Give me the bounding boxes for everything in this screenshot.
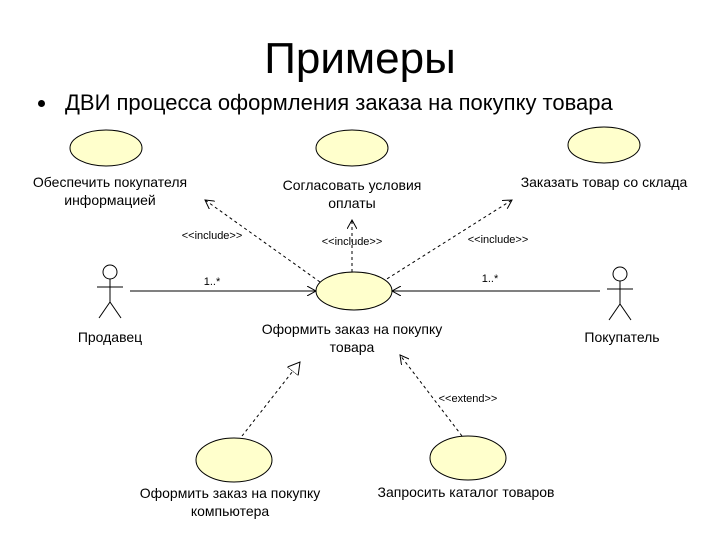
use-case-label-agree-payment-1: Согласовать условия [283, 177, 422, 193]
bullet-text: ДВИ процесса оформления заказа на покупк… [65, 90, 613, 115]
actor-label-seller: Продавец [78, 329, 142, 345]
stereotype-include-right: <<include>> [468, 234, 529, 246]
use-case-ellipse-agree-payment [315, 129, 389, 167]
bullet-item: ДВИ процесса оформления заказа на покупк… [38, 90, 613, 116]
actor-label-buyer: Покупатель [584, 329, 659, 345]
slide-title: Примеры [264, 34, 456, 83]
use-case-ellipse-order-computer [195, 437, 273, 483]
use-case-label-agree-payment-2: оплаты [328, 195, 376, 211]
use-case-ellipse-place-order [315, 271, 393, 311]
include-connector-order-warehouse [381, 200, 512, 283]
actor-buyer-figure [607, 266, 633, 321]
use-case-label-order-warehouse: Заказать товар со склада [521, 174, 688, 190]
use-case-ellipse-request-catalog [429, 435, 507, 481]
use-case-label-order-computer-2: компьютера [191, 503, 270, 519]
multiplicity-seller: 1..* [204, 276, 221, 288]
stereotype-include-left: <<include>> [182, 230, 243, 242]
use-case-label-provide-info-1: Обеспечить покупателя [33, 174, 187, 190]
generalization-connector [241, 362, 300, 437]
stereotype-extend: <<extend>> [439, 393, 498, 405]
extend-connector [400, 355, 463, 437]
multiplicity-buyer: 1..* [482, 273, 499, 285]
use-case-label-place-order-2: товара [330, 339, 375, 355]
use-case-ellipse-order-warehouse [567, 126, 641, 164]
actor-seller-figure [97, 264, 123, 319]
use-case-label-request-catalog: Запросить каталог товаров [378, 484, 555, 500]
bullet-dot-icon [38, 99, 45, 107]
stereotype-include-mid: <<include>> [322, 236, 383, 248]
use-case-ellipse-provide-info [69, 129, 143, 167]
use-case-label-order-computer-1: Оформить заказ на покупку [140, 485, 321, 501]
use-case-label-provide-info-2: информацией [64, 192, 156, 208]
use-case-label-place-order-1: Оформить заказ на покупку [262, 321, 443, 337]
